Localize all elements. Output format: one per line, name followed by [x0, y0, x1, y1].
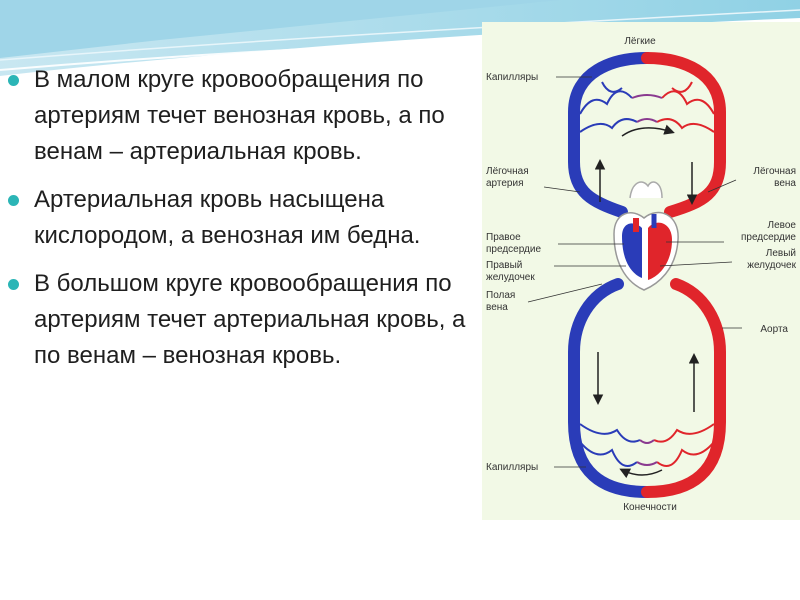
- leader-lines: [527, 76, 742, 468]
- bullet-text: В большом круге кровообращения по артери…: [34, 270, 466, 369]
- bullet-item: В малом круге кровообращения по артериям…: [0, 62, 480, 170]
- bullet-list: В малом круге кровообращения по артериям…: [0, 62, 480, 386]
- bullet-dot-icon: [8, 75, 19, 86]
- pulmonary-loop: [568, 52, 726, 218]
- bullet-item: Артериальная кровь насыщена кислородом, …: [0, 182, 480, 254]
- label-pulmonary-artery: Лёгочная: [486, 166, 529, 177]
- bullet-dot-icon: [8, 279, 19, 290]
- label-right-ventricle: Правый: [486, 260, 522, 271]
- lung-capillaries: [579, 81, 715, 133]
- label-right-atrium: предсердие: [486, 244, 541, 255]
- label-pulmonary-vein: Лёгочная: [753, 166, 796, 177]
- bullet-text: В малом круге кровообращения по артериям…: [34, 66, 445, 165]
- label-right-atrium: Правое: [486, 232, 521, 243]
- label-vena-cava: Полая: [486, 290, 515, 301]
- label-aorta: Аорта: [760, 324, 788, 335]
- label-limbs: Конечности: [623, 502, 677, 513]
- heart: [613, 181, 679, 291]
- label-capillaries-bottom: Капилляры: [486, 462, 538, 473]
- label-left-atrium: предсердие: [741, 232, 796, 243]
- label-lungs: Лёгкие: [624, 36, 656, 47]
- bullet-text: Артериальная кровь насыщена кислородом, …: [34, 186, 421, 249]
- label-left-ventricle: желудочек: [747, 260, 796, 271]
- label-left-atrium: Левое: [768, 220, 797, 231]
- bullet-item: В большом круге кровообращения по артери…: [0, 266, 480, 374]
- limb-capillaries: [579, 423, 715, 467]
- flow-arrows: [592, 124, 700, 479]
- label-capillaries-top: Капилляры: [486, 72, 538, 83]
- label-right-ventricle: желудочек: [486, 272, 535, 283]
- label-left-ventricle: Левый: [766, 248, 796, 259]
- circulation-diagram-svg: Лёгкие Капилляры Лёгочная артерия Лёгочн…: [486, 36, 797, 513]
- systemic-loop: [568, 278, 726, 498]
- circulation-diagram: Лёгкие Капилляры Лёгочная артерия Лёгочн…: [482, 22, 800, 520]
- bullet-dot-icon: [8, 195, 19, 206]
- label-pulmonary-artery: артерия: [486, 178, 524, 189]
- label-vena-cava: вена: [486, 302, 508, 313]
- label-pulmonary-vein: вена: [774, 178, 796, 189]
